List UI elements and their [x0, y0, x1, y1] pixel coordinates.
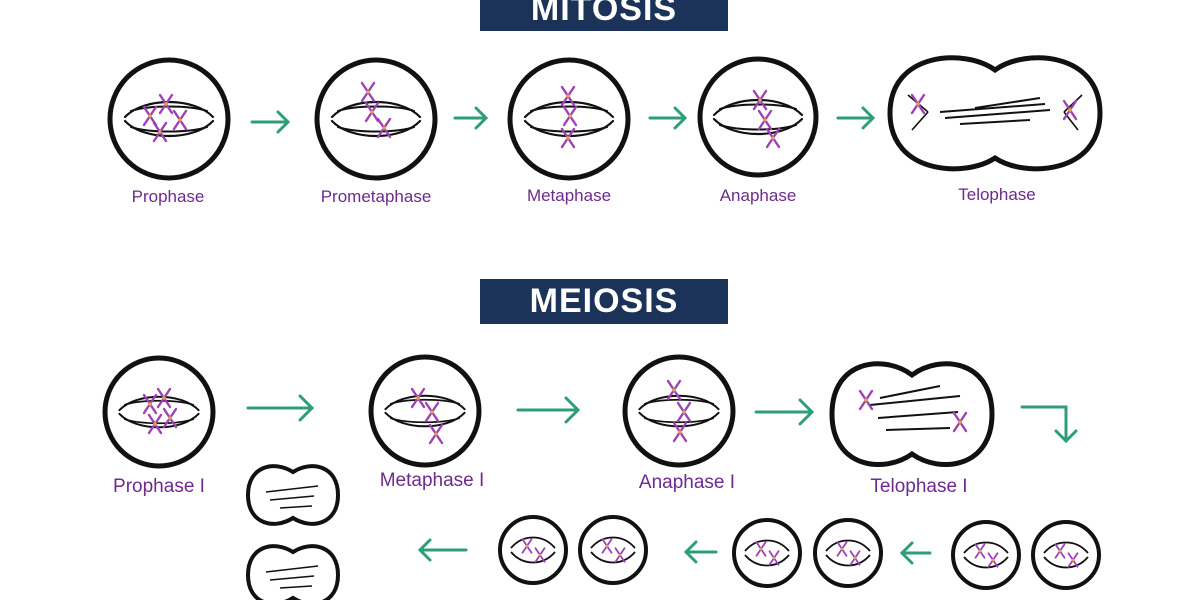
cell-metaphase-i-icon — [368, 354, 482, 468]
cell-anaphase-ii-pair-icon — [500, 517, 646, 583]
stage-label-telophase-i: Telophase I — [870, 476, 968, 497]
cell-prophase-ii-pair-icon — [953, 522, 1099, 588]
cell-prophase-icon — [107, 57, 231, 181]
cell-anaphase-i-icon — [622, 354, 736, 468]
meiosis-arrows — [246, 394, 1078, 565]
arrow-left-icon — [417, 538, 468, 562]
arrow-down-turn-icon — [1020, 405, 1078, 444]
arrow-right-icon — [836, 106, 876, 130]
arrow-right-icon — [250, 110, 291, 134]
arrow-right-icon — [648, 106, 688, 130]
arrow-right-icon — [246, 394, 315, 422]
mitosis-title: MITOSIS — [480, 0, 728, 31]
cell-metaphase-ii-pair-icon — [734, 520, 881, 586]
stage-label-metaphase: Metaphase — [526, 186, 612, 205]
stage-label-prophase-i: Prophase I — [113, 476, 205, 497]
cell-telophase-icon — [887, 55, 1103, 172]
stage-label-prophase: Prophase — [131, 187, 205, 206]
stage-label-telophase: Telophase — [958, 185, 1036, 204]
stage-label-anaphase: Anaphase — [719, 186, 797, 205]
arrow-left-icon — [899, 541, 932, 565]
meiosis-title: MEIOSIS — [480, 279, 728, 324]
cell-metaphase-icon — [507, 57, 631, 181]
arrow-left-icon — [683, 540, 718, 564]
mitosis-arrows — [250, 106, 876, 134]
stage-label-metaphase-i: Metaphase I — [379, 470, 485, 491]
cell-telophase-i-icon — [829, 361, 995, 468]
cell-prophase-i-icon — [102, 355, 216, 469]
arrow-right-icon — [516, 396, 581, 424]
arrow-right-icon — [453, 106, 489, 130]
stage-label-anaphase-i: Anaphase I — [638, 472, 736, 493]
cell-prometaphase-icon — [314, 57, 438, 181]
stage-label-prometaphase: Prometaphase — [320, 187, 432, 206]
arrow-right-icon — [754, 398, 815, 426]
cell-anaphase-icon — [697, 56, 819, 178]
cell-telophase-ii-icon — [245, 464, 341, 600]
